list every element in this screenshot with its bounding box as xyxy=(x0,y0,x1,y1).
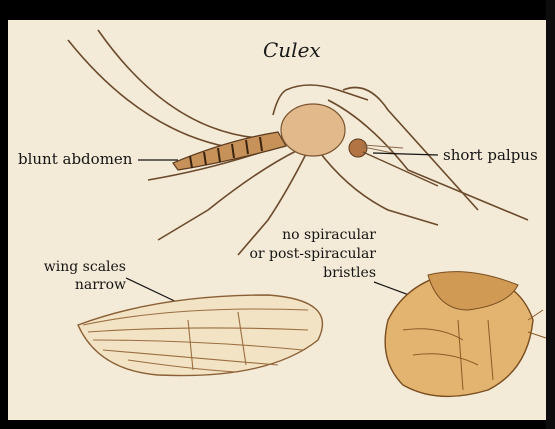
label-wing-scales-line2: narrow xyxy=(30,276,126,294)
head xyxy=(349,139,367,157)
label-blunt-abdomen: blunt abdomen xyxy=(18,150,132,168)
diagram-plate: Culex blunt abdomen short palpus wing sc… xyxy=(8,20,548,420)
label-bristles-line1: no spiracular xyxy=(226,226,376,245)
wing xyxy=(78,295,322,376)
label-bristles-line2: or post-spiracular xyxy=(226,245,376,264)
abdomen xyxy=(173,132,286,170)
right-frame-border xyxy=(546,0,555,429)
label-wing-scales-line1: wing scales xyxy=(30,258,126,276)
label-short-palpus: short palpus xyxy=(443,146,538,164)
thorax xyxy=(281,104,345,156)
label-bristles-line3: bristles xyxy=(226,264,376,283)
culex-illustration xyxy=(8,20,548,420)
label-wing-scales: wing scales narrow xyxy=(30,258,126,294)
antennae xyxy=(363,145,403,154)
proboscis xyxy=(363,152,438,186)
diagram-title: Culex xyxy=(263,38,321,62)
thorax-closeup xyxy=(385,272,546,397)
label-bristles: no spiracular or post-spiracular bristle… xyxy=(226,226,376,283)
